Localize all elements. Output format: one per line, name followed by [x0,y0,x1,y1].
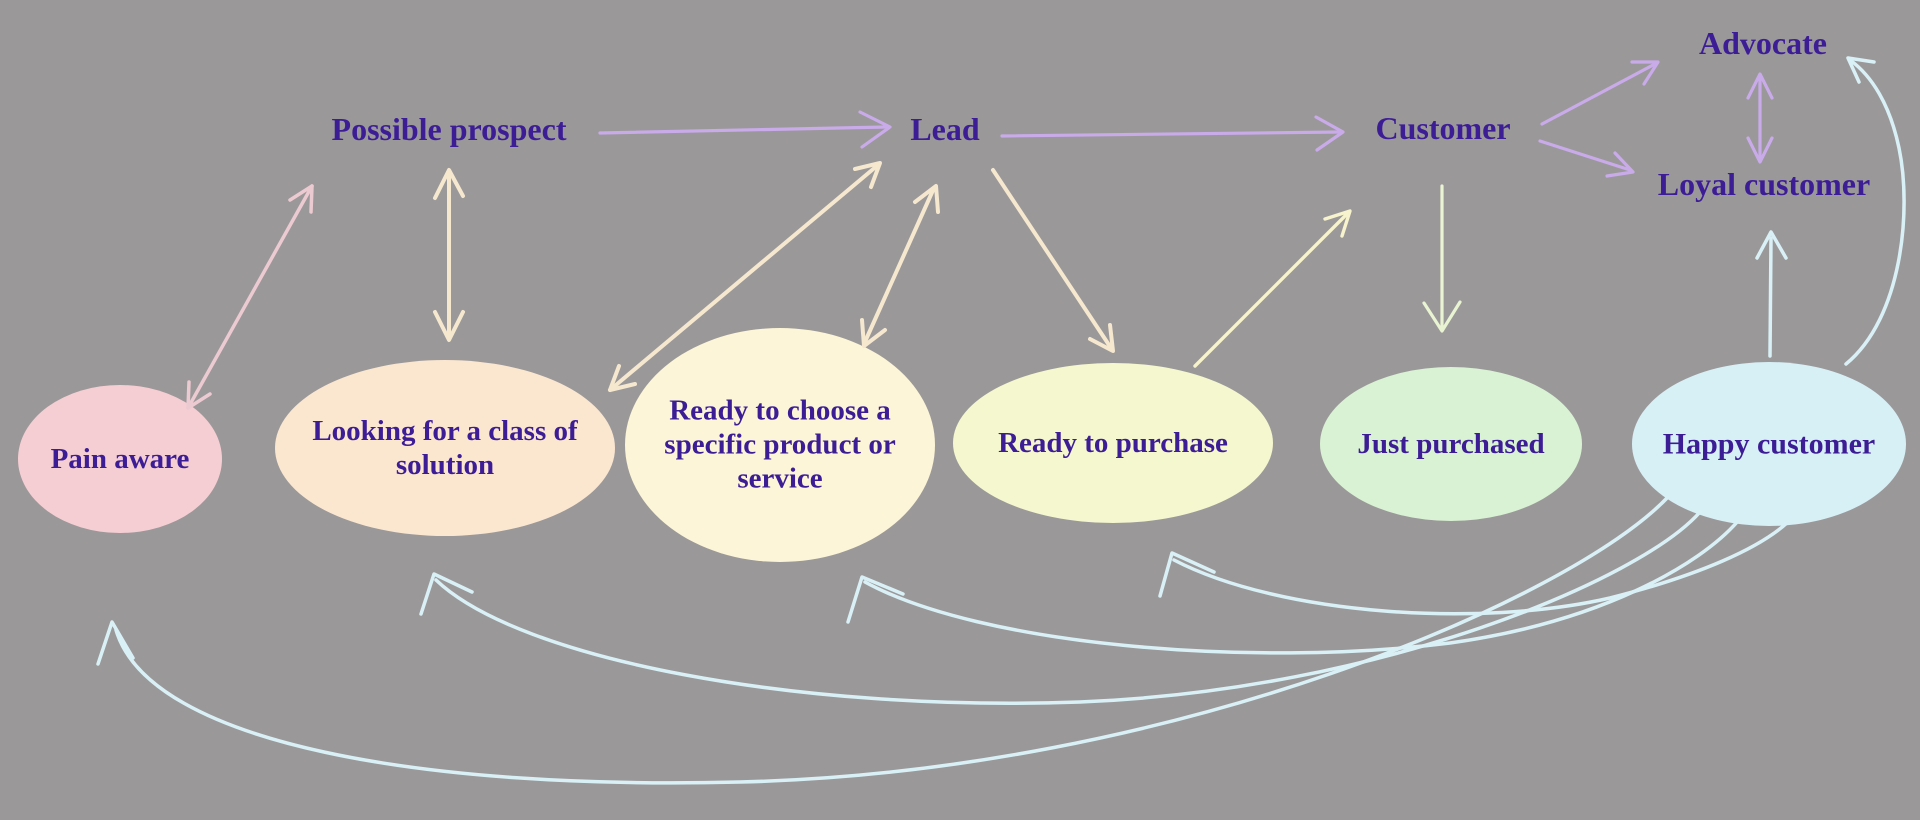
arrow-customer-to-loyal-customer [1538,139,1635,178]
stage-label-ready-to-choose: Ready to choose a specific product or se… [664,394,896,496]
milestone-label-customer: Customer [1375,110,1511,147]
arrow-shaft [1172,520,1790,616]
arrow-shaft [1768,236,1773,358]
arrow-head [1746,72,1774,100]
milestone-label-lead: Lead [910,111,980,148]
stage-ellipse-ready-to-choose [625,328,935,562]
arrow-shaft [598,125,888,135]
arrow-head [96,620,135,666]
arrow-head [1755,230,1788,260]
arrow-head [1605,151,1635,178]
arrow-advocate-to-loyal-customer [1746,72,1774,164]
milestone-label-loyal-customer: Loyal customer [1657,166,1871,203]
arrow-head [186,380,212,410]
stage-label-looking-for-class: Looking for a class of solution [312,414,578,481]
arrow-shaft [863,519,1740,655]
arrow-head [1846,56,1876,84]
arrow-shaft [1844,58,1906,366]
arrow-head [1422,300,1462,333]
arrow-looking-to-lead [608,161,882,392]
arrow-ready-to-purchase-to-customer [1193,209,1352,368]
arrow-customer-to-advocate [1540,60,1660,126]
arrow-shaft [186,184,314,410]
arrow-shaft [1193,211,1350,368]
arrow-ready-to-choose-to-lead [860,184,940,348]
arrow-head [858,110,892,149]
arrow-head [846,575,905,624]
arrow-lead-to-ready-to-purchase [991,168,1115,353]
arrow-head [1088,323,1115,353]
arrow-happy-customer-to-looking [419,510,1702,705]
stage-label-pain-aware: Pain aware [50,442,190,475]
stage-ellipse-ready-to-purchase [953,363,1273,523]
arrow-shaft [862,186,936,346]
arrow-head [853,161,882,189]
arrow-head [1746,136,1774,164]
stage-ellipses [18,328,1906,562]
arrow-pain-aware-to-possible-prospect [186,184,314,410]
arrow-possible-prospect-to-lead [598,110,892,149]
arrow-head [1323,209,1352,238]
arrow-head [913,184,940,214]
arrow-shaft [991,168,1113,350]
arrow-happy-customer-to-ready-to-choose [846,519,1740,655]
arrow-possible-prospect-to-looking [433,168,465,342]
arrow-head [433,310,465,342]
arrow-happy-customer-to-pain-aware [96,495,1670,785]
milestone-label-advocate: Advocate [1699,25,1827,62]
arrow-head [419,572,474,616]
arrow-shaft [114,495,1670,785]
milestone-label-possible-prospect: Possible prospect [331,111,567,148]
arrow-happy-customer-to-advocate [1844,56,1906,366]
stage-label-just-purchased: Just purchased [1357,427,1545,460]
arrow-head [1630,60,1660,86]
arrow-shaft [434,510,1702,705]
arrow-shaft [1540,62,1657,126]
arrow-shaft [1000,130,1342,138]
stage-ellipse-happy-customer [1632,362,1906,526]
arrow-lead-to-customer [1000,115,1345,152]
arrow-head [288,184,314,214]
stage-label-happy-customer: Happy customer [1662,427,1876,461]
arrow-customer-to-just-purchased [1422,184,1462,333]
arrow-head [860,318,887,348]
stage-ellipse-looking-for-class [275,360,615,536]
arrow-shaft [608,163,880,392]
arrow-head [1314,115,1345,152]
arrow-happy-customer-to-ready-to-purchase [1158,520,1790,616]
arrow-happy-customer-to-loyal-customer [1755,230,1788,358]
arrow-shaft [1538,139,1632,172]
stage-ellipse-pain-aware [18,385,222,533]
arrow-head [433,168,465,200]
stage-ellipse-just-purchased [1320,367,1582,521]
arrow-head [608,364,637,392]
stage-label-ready-to-purchase: Ready to purchase [998,426,1228,459]
arrow-head [1158,551,1216,598]
